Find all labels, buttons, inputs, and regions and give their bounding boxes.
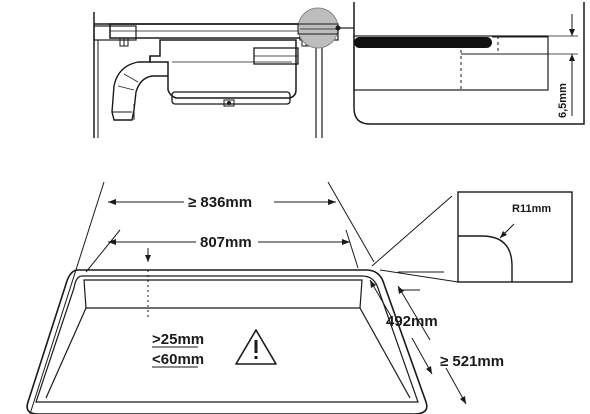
top-width-label: ≥ 836mm [188,194,252,211]
outer-depth-label: ≥ 521mm [440,353,504,370]
seal-detail-panel: 6,5mm [353,2,585,125]
cutout-plan-view: ≥ 836mm 807mm >25mm <60mm [26,181,573,414]
seal-height-label: 6,5mm [557,83,569,118]
edge-max-label: <60mm [152,351,204,368]
warning-triangle-icon [235,329,277,365]
inner-width-label: 807mm [200,234,252,251]
corner-radius-label: R11mm [512,203,551,215]
edge-min-label: >25mm [152,331,204,348]
inner-depth-label: 492mm [386,313,438,330]
hob-cross-section [93,7,339,138]
